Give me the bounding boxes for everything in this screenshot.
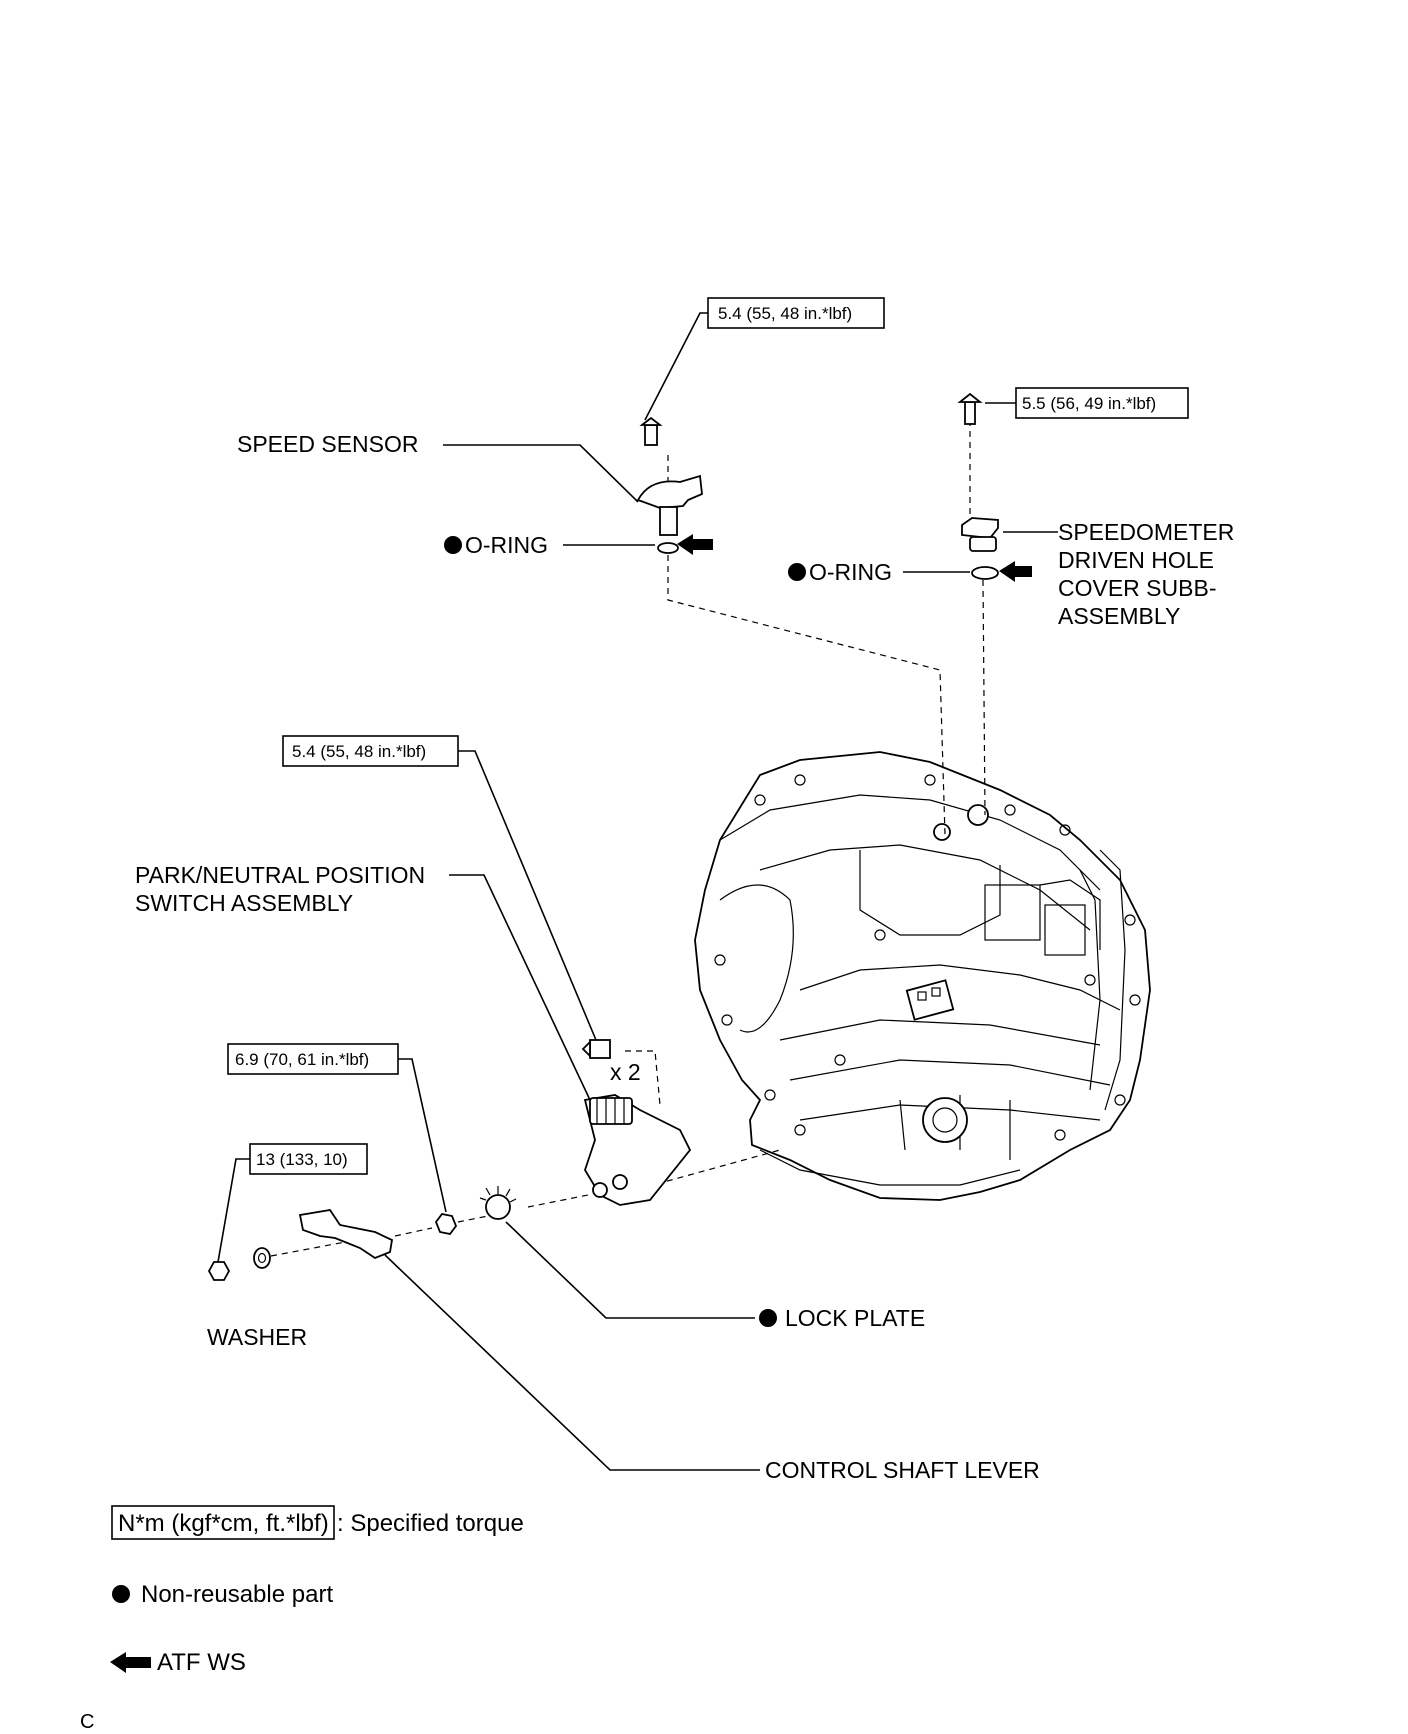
o-ring-speedometer-illustration bbox=[971, 566, 999, 580]
label-o-ring-2: O-RING bbox=[809, 559, 892, 585]
torque-box-pnp-switch-nut: 6.9 (70, 61 in.*lbf) bbox=[227, 1043, 399, 1075]
torque-box-pnp-switch-bolt: 5.4 (55, 48 in.*lbf) bbox=[282, 735, 459, 767]
label-pnp-switch-line-1: PARK/NEUTRAL POSITION bbox=[135, 862, 425, 888]
label-speedometer-line-1: SPEEDOMETER bbox=[1058, 519, 1234, 545]
label-washer: WASHER bbox=[207, 1324, 307, 1350]
transaxle-housing-illustration bbox=[694, 751, 1151, 1201]
o-ring-speed-sensor-illustration bbox=[657, 542, 679, 554]
torque-value: 5.4 (55, 48 in.*lbf) bbox=[292, 742, 426, 761]
pnp-switch-illustration bbox=[581, 1039, 692, 1206]
nonreusable-dot-lock-plate bbox=[759, 1309, 777, 1327]
label-control-shaft-lever: CONTROL SHAFT LEVER bbox=[765, 1457, 1040, 1483]
legend-dot-icon bbox=[112, 1585, 130, 1603]
atf-arrow-o-ring-1 bbox=[677, 534, 713, 555]
torque-box-speed-sensor: 5.4 (55, 48 in.*lbf) bbox=[707, 297, 885, 329]
pnp-switch-nut-illustration bbox=[434, 1213, 458, 1235]
atf-arrow-o-ring-2 bbox=[999, 561, 1032, 582]
label-lock-plate: LOCK PLATE bbox=[785, 1305, 925, 1331]
legend-arrow-icon bbox=[110, 1652, 151, 1673]
legend-atf-text: ATF WS bbox=[157, 1649, 246, 1676]
footer-code: C bbox=[80, 1711, 94, 1733]
torque-box-lever-nut: 13 (133, 10) bbox=[249, 1143, 368, 1175]
speedometer-cover-illustration bbox=[957, 392, 999, 552]
torque-value: 5.5 (56, 49 in.*lbf) bbox=[1022, 394, 1156, 413]
legend-specified-torque: N*m (kgf*cm, ft.*lbf) : Specified torque bbox=[111, 1505, 524, 1540]
torque-value: 6.9 (70, 61 in.*lbf) bbox=[235, 1050, 369, 1069]
torque-value: 13 (133, 10) bbox=[256, 1150, 348, 1169]
legend-atf: ATF WS bbox=[110, 1649, 246, 1676]
label-speedometer-line-4: ASSEMBLY bbox=[1058, 603, 1180, 629]
label-speedometer-line-3: COVER SUBB- bbox=[1058, 575, 1216, 601]
legend-torque-box: N*m (kgf*cm, ft.*lbf) bbox=[118, 1510, 329, 1537]
legend-nonreusable: Non-reusable part bbox=[112, 1581, 333, 1608]
label-speed-sensor: SPEED SENSOR bbox=[237, 431, 419, 457]
speed-sensor-illustration bbox=[636, 416, 703, 536]
lock-plate-illustration bbox=[479, 1186, 517, 1220]
legend-torque-desc: : Specified torque bbox=[337, 1510, 524, 1537]
lever-nut-illustration bbox=[207, 1261, 231, 1281]
washer-illustration bbox=[253, 1247, 271, 1269]
label-pnp-switch-line-2: SWITCH ASSEMBLY bbox=[135, 890, 353, 916]
torque-box-speedometer-cover: 5.5 (56, 49 in.*lbf) bbox=[1015, 387, 1189, 419]
nonreusable-dot-o-ring-1 bbox=[444, 536, 462, 554]
nonreusable-dot-o-ring-2 bbox=[788, 563, 806, 581]
legend-nonreusable-text: Non-reusable part bbox=[141, 1581, 333, 1608]
label-quantity: x 2 bbox=[610, 1059, 641, 1085]
label-o-ring-1: O-RING bbox=[465, 532, 548, 558]
leader-lines bbox=[217, 312, 1058, 1471]
torque-value: 5.4 (55, 48 in.*lbf) bbox=[718, 304, 852, 323]
control-shaft-lever-illustration bbox=[298, 1209, 393, 1260]
label-speedometer-line-2: DRIVEN HOLE bbox=[1058, 547, 1214, 573]
